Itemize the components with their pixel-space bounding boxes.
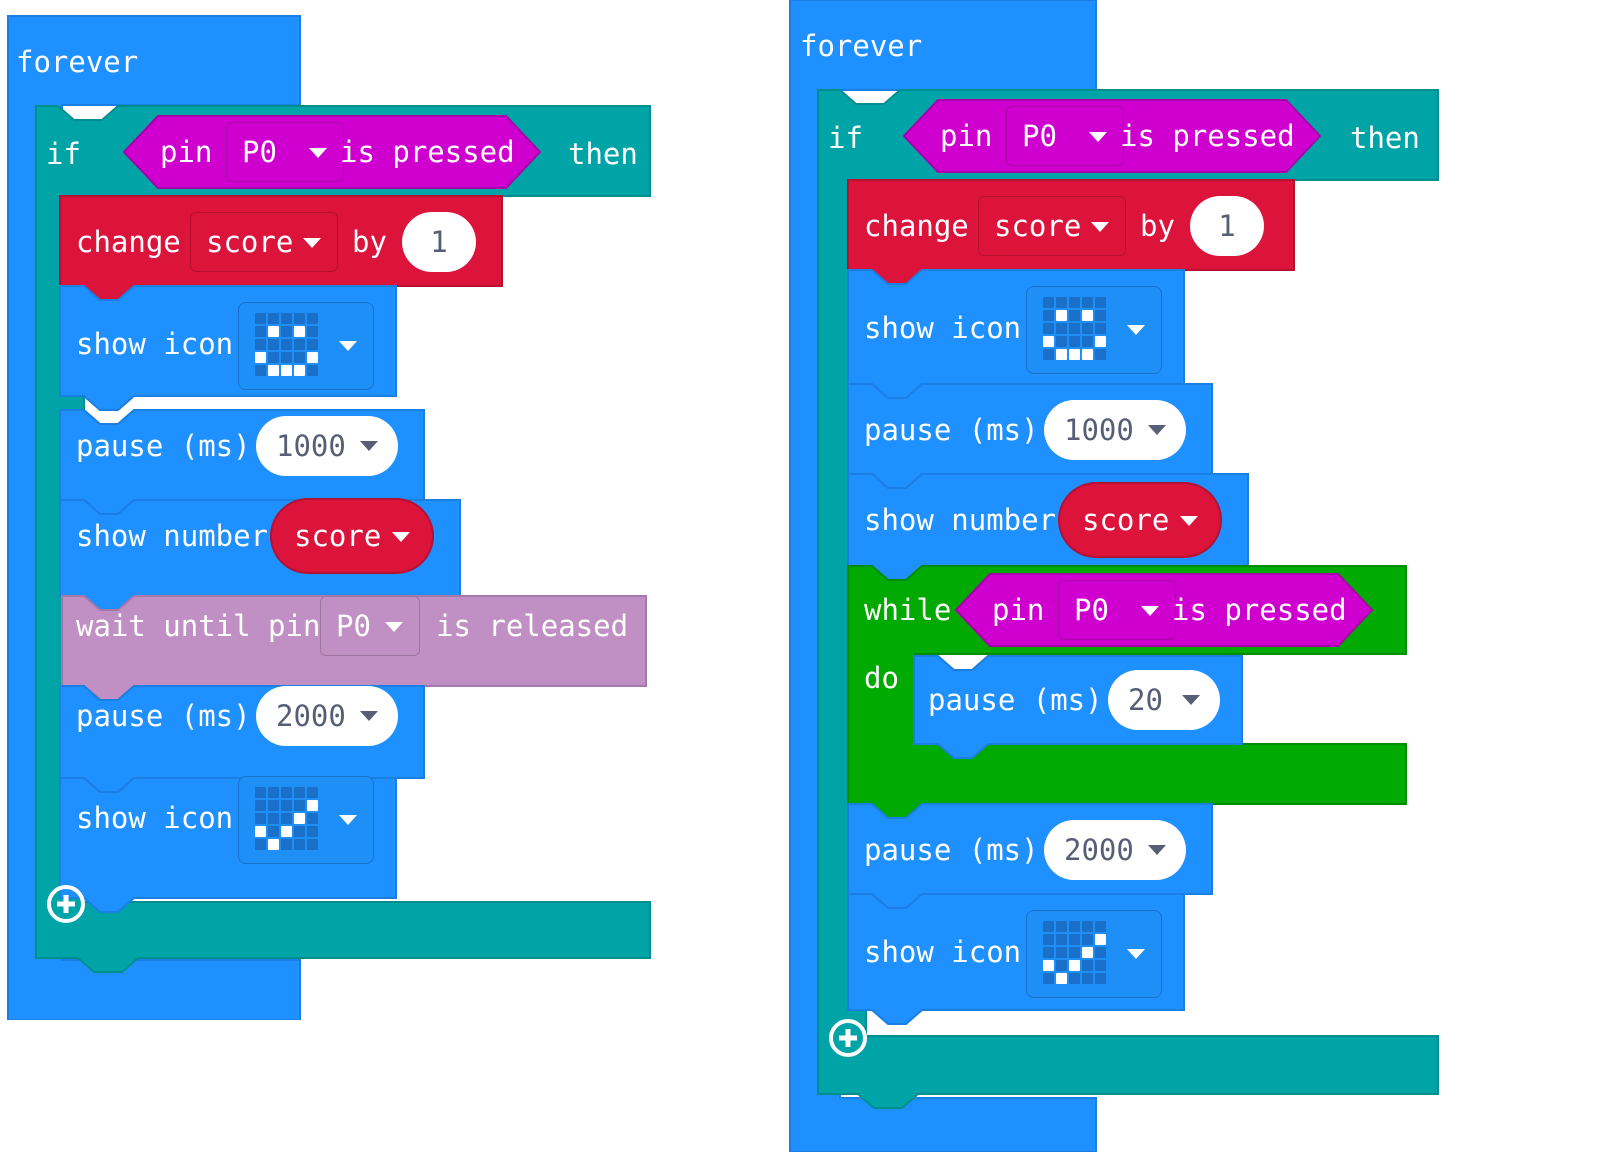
- plus-circle-icon[interactable]: [46, 884, 86, 924]
- pause-input-2[interactable]: 2000: [1044, 820, 1186, 880]
- chevron-down-icon: [1182, 695, 1200, 705]
- chevron-down-icon: [309, 148, 327, 158]
- pause-value: 2000: [276, 699, 346, 733]
- change-amount-value: 1: [1218, 209, 1236, 243]
- left-script: forever if pin P0 is pressed then change…: [0, 0, 660, 1020]
- chevron-down-icon: [1127, 325, 1145, 335]
- pause-input-2[interactable]: 2000: [256, 686, 398, 746]
- chevron-down-icon: [1148, 425, 1166, 435]
- right-script: forever if pin P0 is pressed then change…: [786, 0, 1446, 1152]
- pin-value: P0: [1074, 593, 1109, 627]
- while-condition[interactable]: pin P0 is pressed: [954, 560, 1384, 668]
- chevron-down-icon: [385, 622, 403, 632]
- variable-value: score: [994, 209, 1082, 243]
- happy-face-icon: [1043, 297, 1109, 363]
- chevron-down-icon: [1127, 949, 1145, 959]
- pause-value: 1000: [276, 429, 346, 463]
- pause-label: pause (ms): [864, 413, 1039, 447]
- icon-picker-1[interactable]: [1026, 286, 1162, 374]
- change-amount-value: 1: [430, 225, 448, 259]
- check-mark-icon: [255, 787, 321, 853]
- happy-face-icon: [255, 313, 321, 379]
- pause-value: 2000: [1064, 833, 1134, 867]
- chevron-down-icon: [1091, 222, 1109, 232]
- if-label: if: [46, 137, 81, 171]
- chevron-down-icon: [360, 441, 378, 451]
- variable-dropdown[interactable]: score: [190, 212, 338, 272]
- chevron-down-icon: [339, 341, 357, 351]
- change-amount-input[interactable]: 1: [1190, 196, 1264, 256]
- by-label: by: [1140, 209, 1175, 243]
- score-value: score: [294, 519, 382, 553]
- by-label: by: [352, 225, 387, 259]
- check-mark-icon: [1043, 921, 1109, 987]
- score-variable-reporter[interactable]: score: [1058, 482, 1222, 558]
- is-pressed-label: is pressed: [340, 135, 515, 169]
- show-number-label: show number: [864, 503, 1057, 537]
- show-icon-label: show icon: [864, 935, 1022, 969]
- pin-pressed-condition[interactable]: pin P0 is pressed: [902, 86, 1332, 194]
- wait-pin-dropdown[interactable]: P0: [320, 596, 420, 656]
- pause-input-1[interactable]: 1000: [256, 416, 398, 476]
- chevron-down-icon: [1148, 845, 1166, 855]
- change-label: change: [76, 225, 181, 259]
- pin-label: pin: [160, 135, 213, 169]
- chevron-down-icon: [339, 815, 357, 825]
- wait-until-label: wait until pin: [76, 609, 321, 643]
- variable-dropdown[interactable]: score: [978, 196, 1126, 256]
- score-value: score: [1082, 503, 1170, 537]
- pin-dropdown[interactable]: P0: [226, 122, 344, 182]
- inner-pause-input[interactable]: 20: [1108, 670, 1220, 730]
- show-icon-label: show icon: [864, 311, 1022, 345]
- while-label: while: [864, 593, 952, 627]
- is-released-label: is released: [436, 609, 629, 643]
- is-pressed-label: is pressed: [1172, 593, 1347, 627]
- show-number-label: show number: [76, 519, 269, 553]
- pause-label: pause (ms): [928, 683, 1103, 717]
- chevron-down-icon: [303, 238, 321, 248]
- change-amount-input[interactable]: 1: [402, 212, 476, 272]
- show-icon-label: show icon: [76, 327, 234, 361]
- wait-pin-value: P0: [336, 609, 371, 643]
- chevron-down-icon: [1089, 132, 1107, 142]
- do-label: do: [864, 661, 899, 695]
- plus-circle-icon[interactable]: [828, 1018, 868, 1058]
- show-icon-label: show icon: [76, 801, 234, 835]
- chevron-down-icon: [1141, 606, 1159, 616]
- pin-label: pin: [992, 593, 1045, 627]
- pin-value: P0: [242, 135, 277, 169]
- is-pressed-label: is pressed: [1120, 119, 1295, 153]
- icon-picker-2[interactable]: [238, 776, 374, 864]
- icon-picker-2[interactable]: [1026, 910, 1162, 998]
- pause-label: pause (ms): [864, 833, 1039, 867]
- pause-value: 1000: [1064, 413, 1134, 447]
- pin-value: P0: [1022, 119, 1057, 153]
- pin-pressed-condition[interactable]: pin P0 is pressed: [122, 102, 552, 210]
- then-label: then: [568, 137, 638, 171]
- chevron-down-icon: [1180, 516, 1198, 526]
- variable-value: score: [206, 225, 294, 259]
- pause-value: 20: [1128, 683, 1163, 717]
- pause-input-1[interactable]: 1000: [1044, 400, 1186, 460]
- pause-label: pause (ms): [76, 429, 251, 463]
- chevron-down-icon: [360, 711, 378, 721]
- score-variable-reporter[interactable]: score: [270, 498, 434, 574]
- if-label: if: [828, 121, 863, 155]
- chevron-down-icon: [392, 532, 410, 542]
- pin-dropdown[interactable]: P0: [1058, 580, 1176, 640]
- forever-label: forever: [800, 29, 923, 63]
- pause-label: pause (ms): [76, 699, 251, 733]
- then-label: then: [1350, 121, 1420, 155]
- forever-label: forever: [16, 45, 139, 79]
- pin-dropdown[interactable]: P0: [1006, 106, 1124, 166]
- icon-picker-1[interactable]: [238, 302, 374, 390]
- pin-label: pin: [940, 119, 993, 153]
- change-label: change: [864, 209, 969, 243]
